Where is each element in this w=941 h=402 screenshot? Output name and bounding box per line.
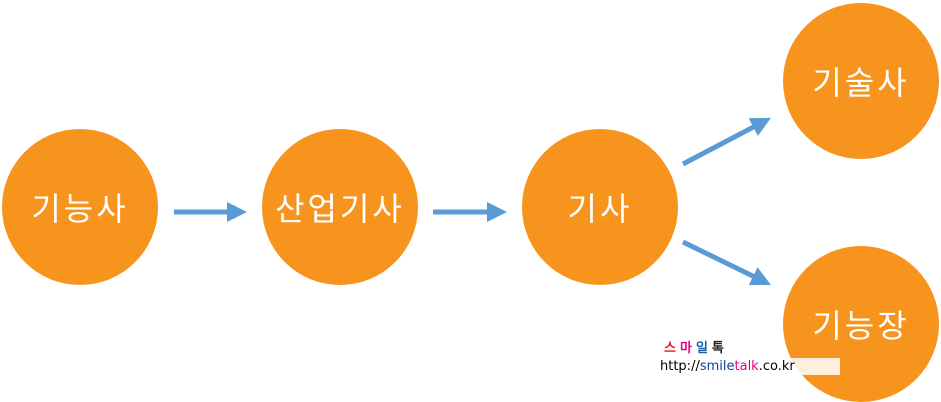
- node-craftsman: 기능사: [2, 129, 158, 285]
- arrow-engineer-to-professional-engineer: [681, 117, 771, 167]
- node-master-craftsman: 기능장: [783, 246, 939, 402]
- node-craftsman-label: 기능사: [31, 190, 129, 228]
- node-professional-engineer-label: 기술사: [812, 64, 910, 102]
- arrow-engineer-to-master-craftsman: [681, 239, 772, 286]
- node-industrial-engineer-label: 산업기사: [275, 190, 405, 228]
- node-industrial-engineer: 산업기사: [262, 129, 418, 285]
- node-professional-engineer: 기술사: [783, 3, 939, 159]
- node-master-craftsman-label: 기능장: [812, 307, 910, 345]
- node-engineer: 기사: [522, 129, 678, 285]
- node-engineer-label: 기사: [567, 190, 633, 228]
